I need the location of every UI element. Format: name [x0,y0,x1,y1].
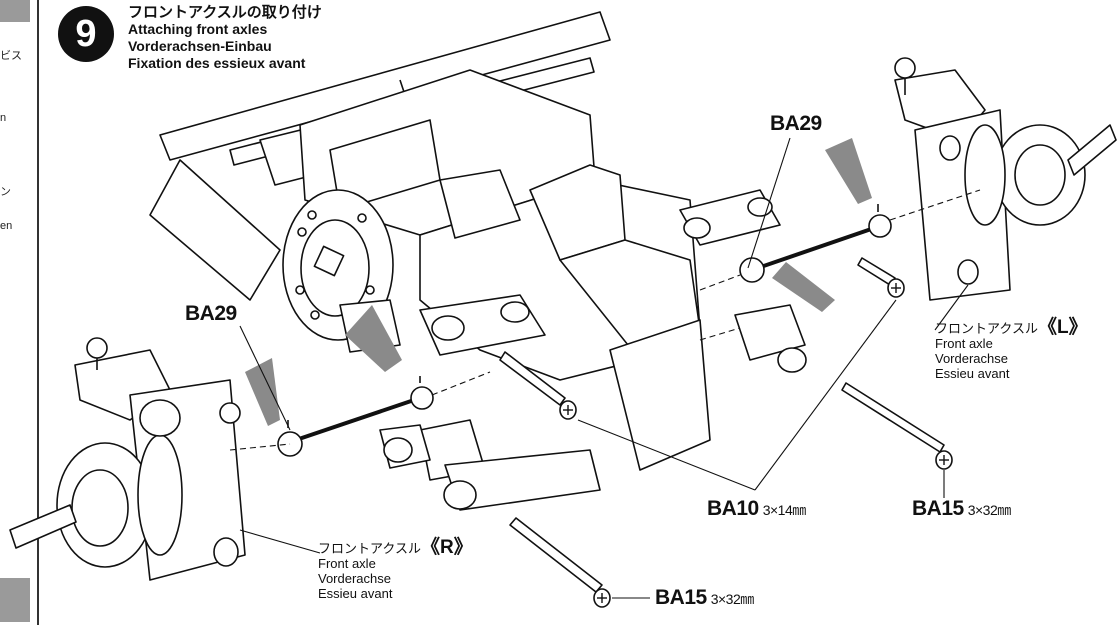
margin-fragment: n [0,112,7,124]
callout-fr: Essieu avant [935,366,1010,381]
part-code: BA15 [655,586,707,609]
part-code: BA15 [912,497,964,520]
tie-rod-left [739,204,892,283]
callout-jp: フロントアクスル [318,541,421,556]
callout-front-axle-l: フロントアクスル《L》 Front axle Vorderachse Essie… [935,317,1088,381]
callout-de: Vorderachse [935,351,1008,366]
callout-de: Vorderachse [318,571,391,586]
step-number-badge: 9 [58,6,114,62]
part-label-ba29: BA29 [770,112,822,135]
callout-front-axle-r: フロントアクスル《R》 Front axle Vorderachse Essie… [318,537,473,601]
leader-line [239,137,969,599]
step-title: フロントアクスルの取り付け Attaching front axles Vord… [128,4,322,72]
step-title-en: Attaching front axles [128,21,268,37]
screw-ba15 [509,382,953,608]
page-tab-bottom [0,578,30,622]
step-title-jp: フロントアクスルの取り付け [128,4,322,21]
part-size: 3×32㎜ [967,502,1012,518]
step-title-fr: Fixation des essieux avant [128,55,306,71]
margin-fragment: ン [0,186,11,198]
direction-arrow [245,138,872,426]
callout-en: Front axle [318,556,376,571]
margin-rule [37,0,39,625]
left-margin-strip: ビス n ン en [0,0,44,625]
screw-ba10 [499,257,905,420]
page-tab-top [0,0,30,22]
front-upright-right [9,337,246,581]
part-code: BA10 [707,497,759,520]
callout-fr: Essieu avant [318,586,393,601]
step-title-de: Vorderachsen-Einbau [128,38,272,54]
callout-jp: フロントアクスル [935,321,1038,336]
part-label-ba29: BA29 [185,302,237,325]
callout-side-mark: 《L》 [1037,317,1088,338]
front-upright-left [894,57,1117,301]
margin-fragment: ビス [0,50,22,62]
part-size: 3×14㎜ [762,502,807,518]
margin-fragment: en [0,220,13,232]
part-size: 3×32㎜ [710,591,755,607]
callout-side-mark: 《R》 [420,537,473,558]
callout-en: Front axle [935,336,993,351]
